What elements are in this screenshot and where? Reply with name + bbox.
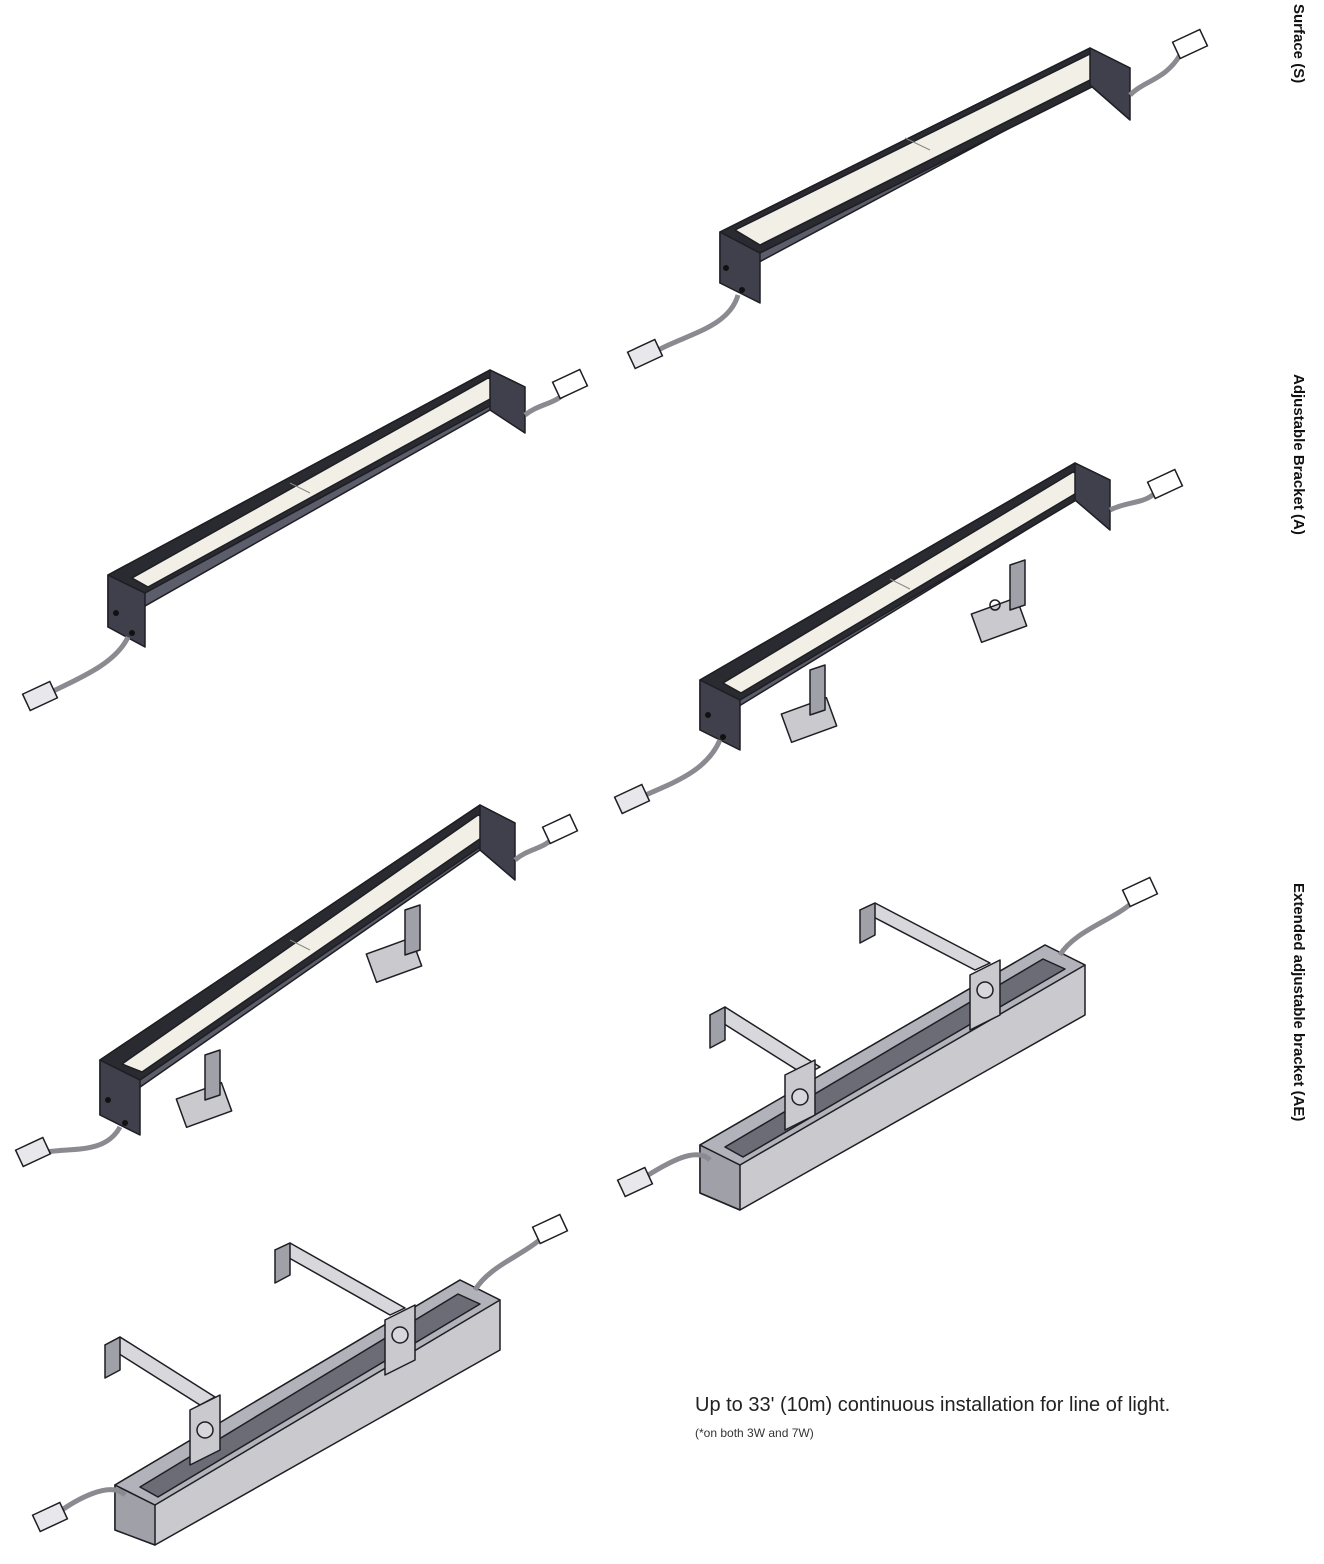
fixture-lens <box>121 814 501 1073</box>
extended-arm <box>709 1006 726 1049</box>
extended-fixture-left <box>31 1213 569 1546</box>
extended-arm <box>104 1336 121 1379</box>
connector-left <box>626 338 664 370</box>
bracket <box>175 1081 233 1129</box>
extended-fixture-right <box>616 876 1159 1211</box>
connector-right <box>551 368 589 400</box>
installation-note: Up to 33' (10m) continuous installation … <box>695 1394 1171 1416</box>
connector-right <box>1121 876 1159 908</box>
fixture-lens <box>722 471 1096 694</box>
fixture-lens <box>131 377 511 588</box>
connector-left <box>613 783 651 815</box>
cable-left <box>648 294 741 358</box>
cable-left <box>633 738 723 803</box>
extended-arm <box>859 902 876 944</box>
connector-left <box>31 1501 69 1533</box>
cable-right <box>1057 898 1137 957</box>
connector-right <box>531 1213 569 1245</box>
label-surface: Surface (S) <box>1290 4 1307 84</box>
bracket <box>780 696 838 744</box>
connector-left <box>14 1136 52 1168</box>
cable-right <box>472 1233 547 1292</box>
adjustable-fixture-right <box>613 462 1184 815</box>
extended-arm <box>274 1242 291 1284</box>
cable-right <box>1108 488 1160 513</box>
cable-left <box>43 635 131 698</box>
extended-arm <box>859 902 991 971</box>
connector-right <box>1146 468 1184 500</box>
cable-left <box>39 1125 123 1156</box>
connector-left <box>616 1166 654 1198</box>
extended-arm <box>709 1006 821 1076</box>
label-adjustable: Adjustable Bracket (A) <box>1290 374 1307 535</box>
connector-left <box>21 680 59 712</box>
cable-right <box>1128 53 1183 97</box>
extended-arm <box>274 1242 406 1316</box>
surface-fixture-right <box>626 28 1209 370</box>
connector-right <box>1171 28 1209 60</box>
label-extended: Extended adjustable bracket (AE) <box>1290 883 1307 1122</box>
fixture-lens <box>734 53 1117 246</box>
installation-footnote: (*on both 3W and 7W) <box>695 1426 814 1440</box>
extended-arm <box>104 1336 216 1406</box>
connector-right <box>541 813 579 845</box>
adjustable-fixture-left <box>14 804 579 1168</box>
surface-fixture-left <box>21 368 589 712</box>
